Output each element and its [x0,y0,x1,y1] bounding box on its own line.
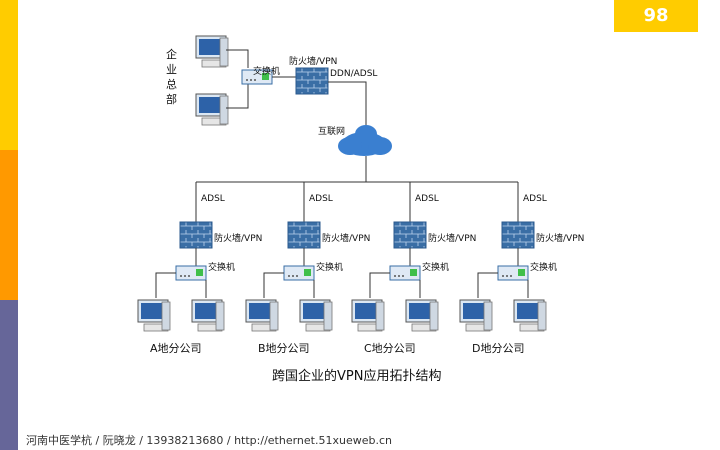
page-number: 98 [614,0,698,32]
hq-link-label: DDN/ADSL [330,69,377,79]
pc-icon [351,299,385,332]
pc-icon [137,299,171,332]
firewall-icon [501,221,535,249]
pc-icon [405,299,439,332]
switch-icon [389,265,421,281]
firewall-icon [287,221,321,249]
hq-switch-label: 交换机 [253,65,280,77]
hq-firewall-icon [295,67,329,95]
cloud-label: 互联网 [318,126,345,137]
side-bar-orange [0,150,18,300]
hq-label: 企业总部 [166,47,177,106]
branch-name: B地分公司 [258,342,310,355]
branch-firewall-label: 防火墙/VPN [214,232,262,244]
switch-icon [283,265,315,281]
firewall-icon [179,221,213,249]
switch-icon [175,265,207,281]
branch-firewall-label: 防火墙/VPN [536,232,584,244]
branch-link-label: ADSL [201,194,225,204]
branch-switch-label: 交换机 [530,261,557,273]
pc-icon [245,299,279,332]
hq-pc-2 [195,93,229,126]
hq-pc-1 [195,35,229,68]
diagram-caption: 跨国企业的VPN应用拓扑结构 [272,368,441,384]
branch-name: A地分公司 [150,342,202,355]
branch-2: ADSL 防火墙/VPN 交换机 B地分公司 [245,182,370,355]
branch-firewall-label: 防火墙/VPN [322,232,370,244]
branch-switch-label: 交换机 [316,261,343,273]
branch-firewall-label: 防火墙/VPN [428,232,476,244]
hq-firewall-label: 防火墙/VPN [289,55,337,67]
footer-text: 河南中医学杭 / 阮晓龙 / 13938213680 / http://ethe… [26,434,392,447]
pc-icon [191,299,225,332]
branch-3: ADSL 防火墙/VPN 交换机 C地分公司 [351,182,476,355]
switch-icon [497,265,529,281]
firewall-icon [393,221,427,249]
branch-4: ADSL 防火墙/VPN 交换机 D地分公司 [459,182,584,355]
branch-switch-label: 交换机 [208,261,235,273]
pc-icon [513,299,547,332]
pc-icon [459,299,493,332]
branch-link-label: ADSL [415,194,439,204]
side-bar-yellow [0,0,18,150]
internet-cloud-icon [338,125,392,156]
side-bar-purple [0,300,18,450]
branch-link-label: ADSL [523,194,547,204]
pc-icon [299,299,333,332]
branch-1: ADSL 防火墙/VPN 交换机 A地分公司 [137,182,262,355]
branch-name: D地分公司 [472,342,524,355]
branch-name: C地分公司 [364,342,416,355]
branch-switch-label: 交换机 [422,261,449,273]
branch-link-label: ADSL [309,194,333,204]
